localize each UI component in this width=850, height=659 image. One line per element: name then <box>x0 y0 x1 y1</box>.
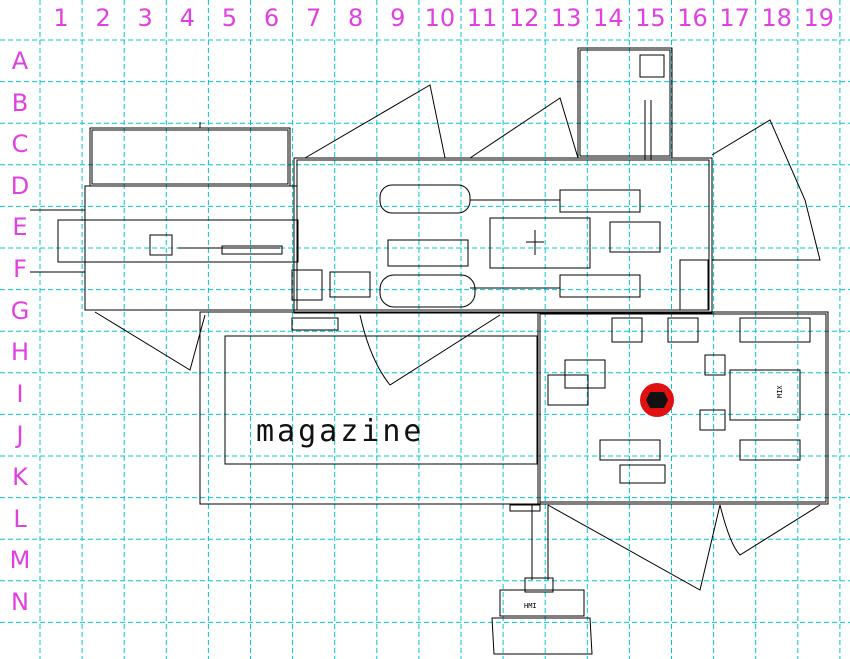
column-label: 2 <box>95 4 111 32</box>
row-label: N <box>11 587 29 616</box>
row-label: A <box>11 47 29 75</box>
machine-outline <box>30 47 829 655</box>
column-label: 4 <box>179 4 195 32</box>
column-label: 12 <box>508 4 540 32</box>
row-label: I <box>16 379 24 408</box>
column-label: 16 <box>677 4 708 32</box>
row-label: F <box>13 255 27 283</box>
magazine-label: magazine <box>256 414 425 449</box>
column-label: 1 <box>53 4 69 32</box>
column-label: 17 <box>719 4 750 32</box>
row-label: H <box>10 338 30 367</box>
red-marker-icon <box>640 383 674 417</box>
column-label: 8 <box>348 4 364 32</box>
column-label: 10 <box>424 4 456 32</box>
column-label: 18 <box>761 4 792 32</box>
row-label: G <box>10 296 30 325</box>
column-label: 14 <box>593 4 624 32</box>
mix-label: MIX <box>776 385 784 398</box>
row-label: B <box>11 88 29 117</box>
row-label: J <box>16 421 24 450</box>
column-label: 11 <box>466 4 498 32</box>
column-label: 19 <box>803 4 835 32</box>
row-label: K <box>12 463 28 491</box>
row-label: L <box>13 504 27 533</box>
row-label: D <box>10 171 30 200</box>
column-label: 9 <box>390 4 406 32</box>
row-label: C <box>11 130 29 159</box>
row-label: M <box>9 546 31 575</box>
column-label: 7 <box>305 4 322 32</box>
column-label: 3 <box>137 4 153 32</box>
column-label: 15 <box>635 4 666 32</box>
column-label: 13 <box>550 4 582 32</box>
hmi-label: HMI <box>524 602 537 610</box>
row-label: E <box>12 213 28 242</box>
column-label: 6 <box>263 4 280 32</box>
column-label: 5 <box>221 4 238 32</box>
